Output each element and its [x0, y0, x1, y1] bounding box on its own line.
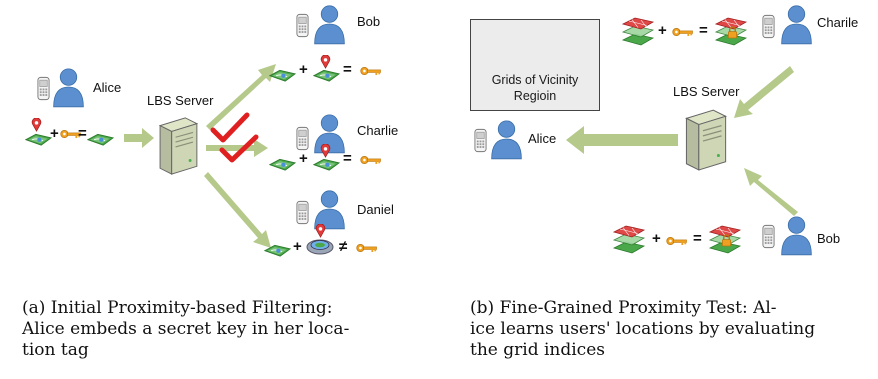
plus-operator: + — [658, 22, 667, 39]
equals-operator: = — [343, 150, 352, 167]
arrow-server-to-daniel — [204, 172, 271, 248]
caption-a-line: (a) Initial Proximity-based Filtering: — [22, 298, 333, 318]
arrow-charile-to-server — [734, 66, 794, 118]
equals-operator: = — [78, 125, 87, 142]
caption-b-line: the grid indices — [470, 340, 605, 360]
grid-label-line: Grids of Vicinity — [491, 73, 579, 87]
daniel-label: Daniel — [357, 202, 394, 217]
charlie-label: Charlie — [357, 123, 399, 138]
charile-avatar-icon — [781, 5, 812, 45]
daniel-phone-icon — [296, 200, 309, 225]
server-label: LBS Server — [147, 93, 214, 108]
user-map-icon — [313, 69, 340, 82]
alice-phone-icon — [474, 128, 487, 153]
arrow-server-to-alice — [566, 126, 678, 154]
tagged-map-icon — [87, 133, 114, 146]
grid-label-line: Regioin — [513, 89, 557, 103]
location-pin-icon — [31, 118, 42, 132]
grid-index-icon — [622, 17, 654, 46]
bob-label: Bob — [817, 231, 841, 246]
caption-b-line: ice learns users' locations by evaluatin… — [470, 319, 816, 339]
user-map-icon — [313, 158, 340, 171]
equals-operator: = — [343, 61, 352, 78]
bob-phone-icon — [296, 13, 309, 38]
alice-label: Alice — [93, 80, 122, 95]
alice-phone-icon — [37, 76, 50, 101]
arrow-bob-to-server — [744, 168, 798, 216]
secret-key-icon — [672, 27, 693, 37]
caption-a-line: Alice embeds a secret key in her loca- — [22, 319, 350, 339]
vicinity-grid-label: Grids of Vicinity Regioin — [471, 72, 599, 104]
vicinity-grid-box: Grids of Vicinity Regioin — [470, 19, 600, 111]
secret-key-icon — [666, 236, 687, 246]
arrow-server-to-charlie — [206, 139, 268, 157]
panel-b — [474, 5, 812, 256]
arrow-alice-to-server — [124, 128, 154, 148]
plus-operator: + — [293, 238, 302, 255]
user-pin-icon — [320, 144, 331, 158]
caption-b: (b) Fine-Grained Proximity Test: Al- ice… — [470, 298, 875, 361]
panel-a — [25, 5, 381, 257]
not-equal-operator: ≠ — [339, 238, 348, 255]
tag-map-icon — [269, 69, 296, 82]
user-pin-icon — [315, 224, 326, 238]
bob-avatar-icon — [781, 216, 812, 256]
bob-phone-icon — [762, 224, 775, 249]
plus-operator: + — [652, 230, 661, 247]
caption-a: (a) Initial Proximity-based Filtering: A… — [22, 298, 422, 361]
caption-a-line: tion tag — [22, 340, 89, 360]
server-label: LBS Server — [673, 84, 740, 99]
plus-operator: + — [299, 150, 308, 167]
stadium-location-icon — [306, 239, 334, 255]
alice-label: Alice — [528, 131, 557, 146]
caption-b-line: (b) Fine-Grained Proximity Test: Al- — [470, 298, 777, 318]
bob-avatar-icon — [314, 5, 345, 45]
check-mark-bob — [210, 112, 250, 143]
mismatch-key-icon — [356, 243, 377, 253]
user-pin-icon — [320, 55, 331, 69]
equals-operator: = — [693, 230, 702, 247]
lbs-server-b-icon — [685, 109, 727, 171]
plus-operator: + — [50, 125, 59, 142]
charile-label: Charile — [817, 15, 859, 30]
derived-key-icon — [360, 155, 381, 165]
daniel-avatar-icon — [314, 190, 345, 230]
plus-operator: + — [299, 61, 308, 78]
charlie-phone-icon — [296, 126, 309, 151]
alice-avatar-icon — [53, 68, 84, 108]
check-mark-charlie — [219, 134, 259, 163]
tag-map-icon — [269, 158, 296, 171]
arrow-server-to-bob — [206, 64, 276, 130]
grid-index-icon — [613, 225, 645, 254]
equals-operator: = — [699, 22, 708, 39]
bob-label: Bob — [357, 14, 381, 29]
lbs-server-a-icon — [159, 117, 198, 175]
location-map-icon — [25, 133, 52, 146]
derived-key-icon — [360, 66, 381, 76]
alice-avatar-icon — [491, 120, 522, 160]
charile-phone-icon — [762, 14, 775, 39]
